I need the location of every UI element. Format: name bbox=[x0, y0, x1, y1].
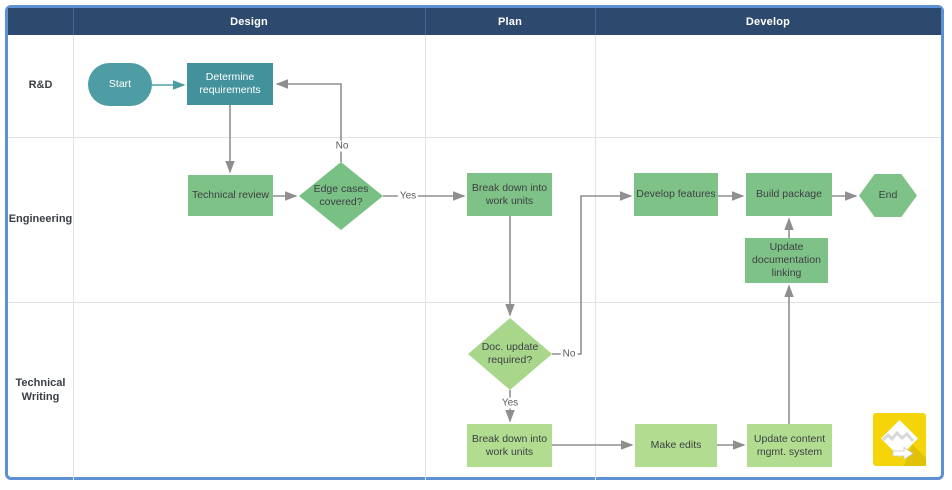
header-divider bbox=[595, 8, 596, 35]
lane-row-divider bbox=[8, 137, 941, 138]
yellow-diamond-arrow-logo bbox=[873, 413, 926, 466]
diagram-app-watermark[interactable] bbox=[873, 413, 926, 466]
node-make-edits[interactable]: Make edits bbox=[635, 424, 717, 467]
node-build-package[interactable]: Build package bbox=[746, 173, 832, 216]
logo-shadow bbox=[904, 444, 926, 466]
logo-mountain-ridge bbox=[881, 430, 915, 442]
edge-label-edge-cases-yes-to-break-down: Yes bbox=[397, 190, 419, 202]
logo-diamond bbox=[881, 420, 918, 457]
node-update-documentation-linking[interactable]: Update documentation linking bbox=[745, 238, 828, 283]
edge-label-doc-update-yes-to-break-down-writing: Yes bbox=[499, 397, 521, 409]
edge-label-doc-update-no-to-develop-features: No bbox=[560, 348, 578, 360]
lane-row-divider bbox=[8, 302, 941, 303]
column-header-develop: Develop bbox=[745, 15, 791, 28]
lane-column-divider bbox=[595, 35, 596, 480]
header-divider bbox=[73, 8, 74, 35]
header-divider bbox=[425, 8, 426, 35]
edge-label-edge-cases-no-to-determine-requirements: No bbox=[333, 140, 351, 152]
node-break-down-work-units-writing[interactable]: Break down into work units bbox=[467, 424, 552, 467]
node-start[interactable]: Start bbox=[88, 63, 152, 106]
column-header-plan: Plan bbox=[497, 15, 523, 28]
lane-label-technical-writing: Technical Writing bbox=[15, 377, 66, 403]
lane-label-engineering: Engineering bbox=[8, 212, 73, 225]
column-header-design: Design bbox=[230, 15, 268, 28]
node-technical-review[interactable]: Technical review bbox=[188, 175, 273, 216]
phase-header-band bbox=[8, 8, 941, 35]
node-update-content-mgmt-system[interactable]: Update content mgmt. system bbox=[747, 424, 832, 467]
node-develop-features[interactable]: Develop features bbox=[634, 173, 718, 216]
lane-column-divider bbox=[73, 35, 74, 480]
logo-arrow bbox=[892, 446, 914, 461]
lane-label-rd: R&D bbox=[28, 79, 53, 92]
node-break-down-work-units-plan[interactable]: Break down into work units bbox=[467, 173, 552, 216]
lane-column-divider bbox=[425, 35, 426, 480]
node-determine-requirements[interactable]: Determine requirements bbox=[187, 63, 273, 105]
